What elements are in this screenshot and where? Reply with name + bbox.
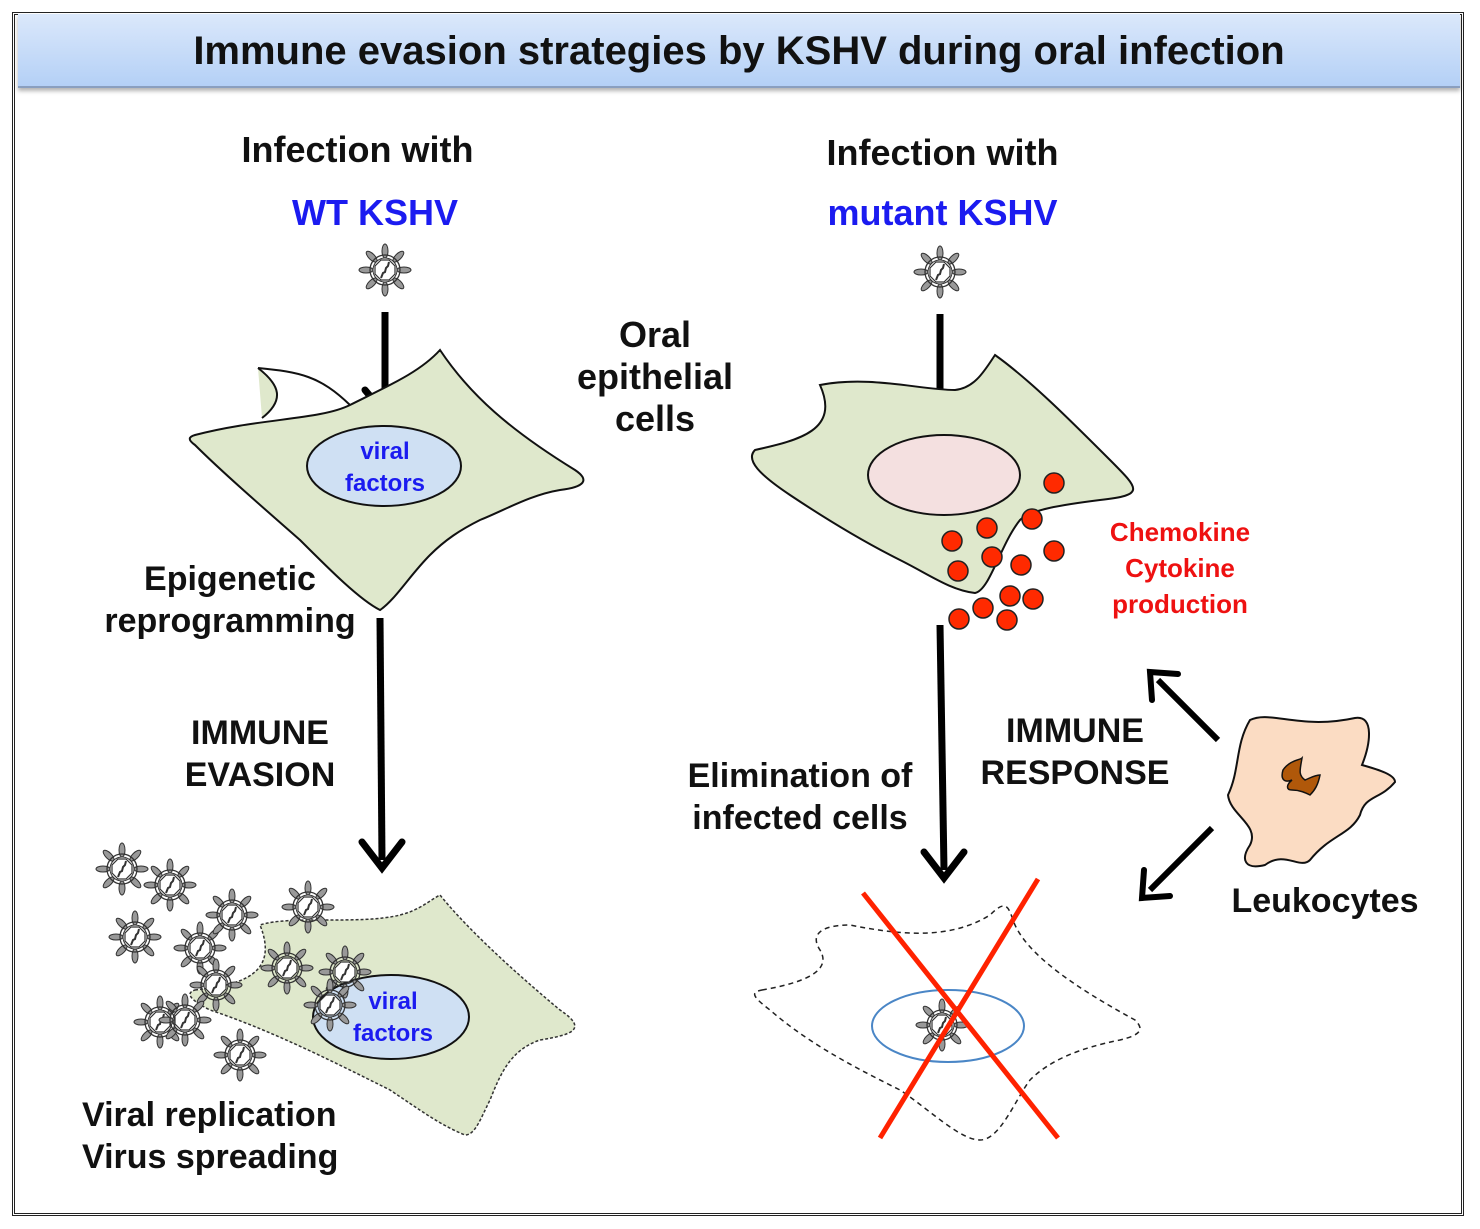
- cross-mark: [861, 891, 1060, 1140]
- elimination-label: Elimination of infected cells: [687, 757, 913, 837]
- cross-mark: [877, 877, 1041, 1140]
- virus-icon: [913, 245, 967, 299]
- immune-response-label: IMMUNE RESPONSE: [980, 712, 1170, 792]
- cell-protrusion: [257, 367, 351, 406]
- arrowhead-icon: [920, 848, 968, 884]
- response-arrow-up: [1155, 677, 1221, 743]
- leukocyte-nucleus: [1281, 755, 1321, 796]
- mutant-heading: Infection with: [826, 132, 1059, 173]
- nucleus-outline: [871, 989, 1025, 1063]
- immune-evasion-label: IMMUNE EVASION: [184, 714, 336, 794]
- evasion-arrow: [376, 617, 386, 861]
- nucleus-viral-factors-2: [312, 974, 470, 1060]
- nucleus-viral-factors: [306, 425, 462, 507]
- viral-factors-label-2: viral factors: [352, 988, 434, 1047]
- epigenetic-label: Epigenetic reprogramming: [104, 560, 356, 640]
- chemokine-label: Chemokine Cytokine production: [1109, 517, 1251, 619]
- nucleus-mutant: [867, 434, 1021, 516]
- figure-title: Immune evasion strategies by KSHV during…: [193, 29, 1285, 73]
- virus-icon: [358, 243, 412, 297]
- mutant-kshv-label: mutant KSHV: [827, 192, 1058, 233]
- elimination-arrow: [936, 624, 948, 871]
- cell-type-label: Oral epithelial cells: [576, 314, 734, 439]
- wt-heading: Infection with: [241, 129, 474, 170]
- arrowhead-icon: [358, 838, 406, 874]
- response-arrow-down: [1147, 825, 1215, 893]
- outcome-label: Viral replication Virus spreading: [82, 1096, 339, 1176]
- title-bar: Immune evasion strategies by KSHV during…: [18, 14, 1460, 88]
- leukocytes-label: Leukocytes: [1231, 882, 1419, 920]
- cytokine-particles: [941, 472, 1065, 631]
- wt-kshv-label: WT KSHV: [292, 192, 458, 233]
- viral-factors-label: viral factors: [344, 438, 426, 497]
